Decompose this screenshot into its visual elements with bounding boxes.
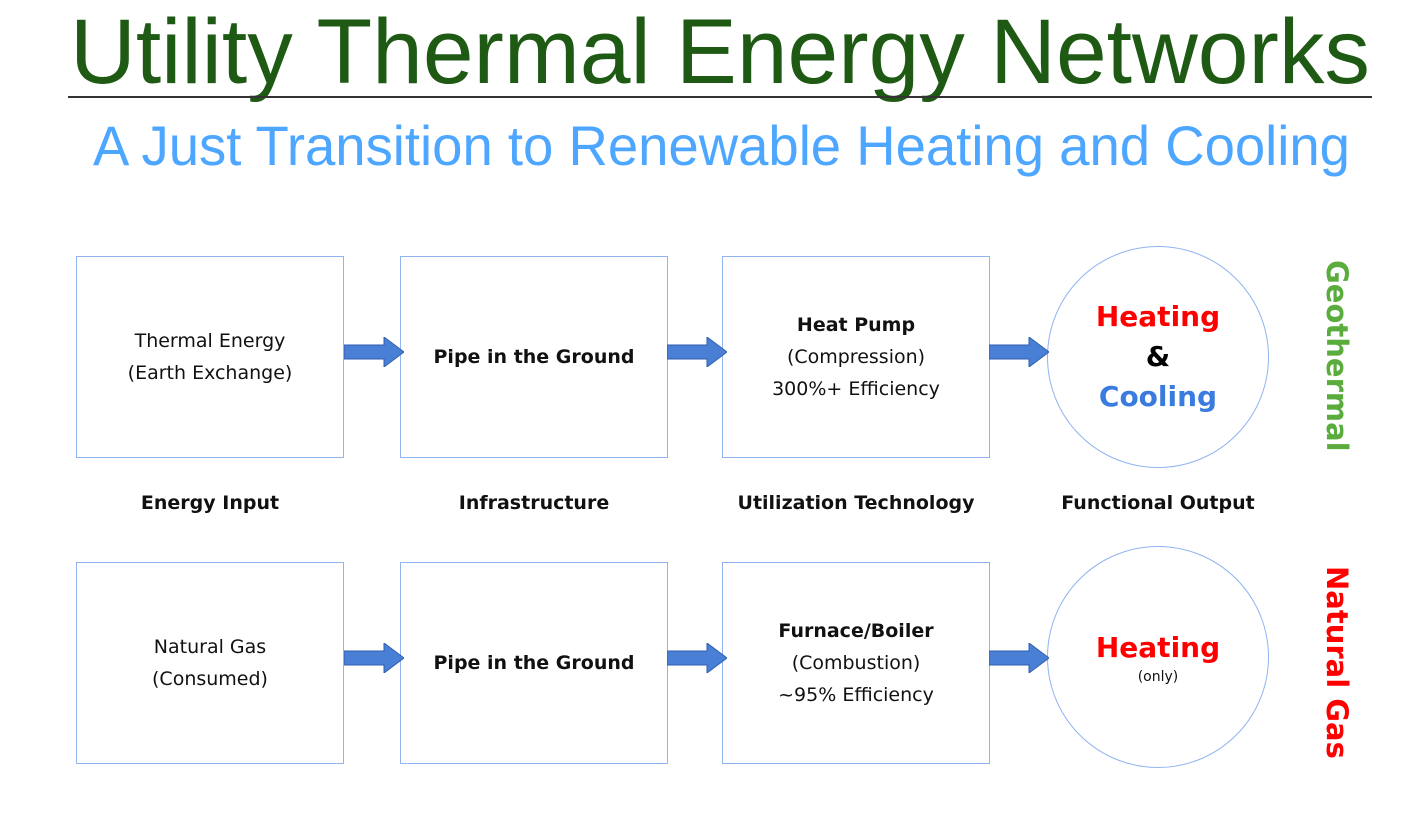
output-cooling: Cooling — [1098, 380, 1218, 413]
geothermal-energy-input-box: Thermal Energy (Earth Exchange) — [76, 256, 344, 458]
gas-row-label: Natural Gas — [1320, 566, 1354, 759]
technology-efficiency: ~95% Efficiency — [778, 684, 934, 706]
input-line2: (Earth Exchange) — [127, 362, 293, 384]
arrow-right-icon — [344, 337, 404, 367]
column-label-utilization-technology: Utilization Technology — [737, 492, 975, 514]
technology-name: Heat Pump — [796, 314, 916, 336]
technology-process: (Combustion) — [791, 652, 921, 674]
technology-efficiency: 300%+ Efficiency — [772, 378, 940, 400]
geothermal-output-circle: Heating & Cooling — [1047, 246, 1269, 468]
page-title: Utility Thermal Energy Networks — [70, 1, 1370, 103]
arrow-right-icon — [667, 337, 727, 367]
gas-output-circle: Heating (only) — [1047, 546, 1269, 768]
infrastructure-label: Pipe in the Ground — [433, 652, 635, 674]
title-underline — [68, 96, 1372, 98]
output-note: (only) — [1137, 669, 1179, 685]
column-label-functional-output: Functional Output — [1061, 492, 1255, 514]
geothermal-technology-box: Heat Pump (Compression) 300%+ Efficiency — [722, 256, 990, 458]
output-heating: Heating — [1095, 300, 1221, 333]
input-line2: (Consumed) — [152, 668, 268, 690]
input-line1: Thermal Energy — [134, 330, 286, 352]
infrastructure-label: Pipe in the Ground — [433, 346, 635, 368]
arrow-right-icon — [344, 643, 404, 673]
arrow-right-icon — [989, 337, 1049, 367]
column-label-infrastructure: Infrastructure — [458, 492, 610, 514]
output-and: & — [1145, 340, 1171, 373]
gas-infrastructure-box: Pipe in the Ground — [400, 562, 668, 764]
arrow-right-icon — [989, 643, 1049, 673]
column-label-energy-input: Energy Input — [140, 492, 280, 514]
input-line1: Natural Gas — [153, 636, 267, 658]
technology-process: (Compression) — [786, 346, 926, 368]
geothermal-infrastructure-box: Pipe in the Ground — [400, 256, 668, 458]
page-subtitle: A Just Transition to Renewable Heating a… — [93, 114, 1350, 177]
gas-technology-box: Furnace/Boiler (Combustion) ~95% Efficie… — [722, 562, 990, 764]
geothermal-row-label: Geothermal — [1320, 260, 1354, 452]
technology-name: Furnace/Boiler — [778, 620, 934, 642]
arrow-right-icon — [667, 643, 727, 673]
output-heating: Heating — [1095, 631, 1221, 664]
gas-energy-input-box: Natural Gas (Consumed) — [76, 562, 344, 764]
